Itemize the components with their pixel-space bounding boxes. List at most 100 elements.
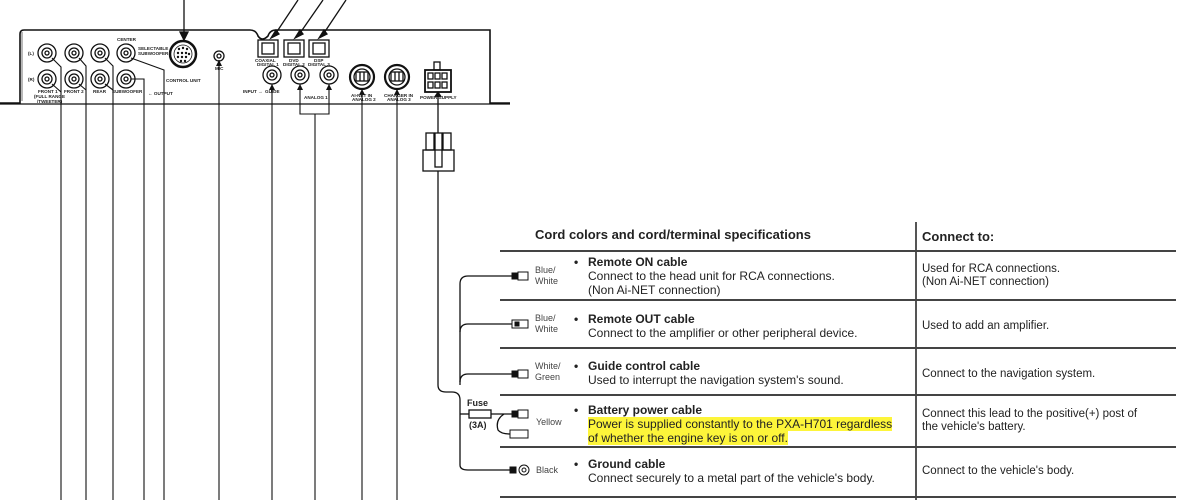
cord-title: Guide control cable bbox=[588, 359, 701, 373]
label-input: INPUT → bbox=[243, 89, 263, 94]
power-supply-port bbox=[424, 61, 452, 93]
label-selectable: SELECTABLE bbox=[138, 46, 168, 51]
cord-description: Battery power cable Power is supplied co… bbox=[588, 403, 913, 445]
label-selectable-sub: SUBWOOFER bbox=[138, 51, 169, 56]
cord-color: White/Green bbox=[535, 361, 561, 382]
label-changer-in: CHANGER IN bbox=[384, 93, 414, 98]
terminal-connectors bbox=[509, 271, 530, 476]
rca-jack-center bbox=[116, 43, 136, 63]
rca-input-analog1-r bbox=[319, 65, 339, 85]
desc-line: Used to interrupt the navigation system'… bbox=[588, 373, 844, 387]
label-ch-r: (R) bbox=[28, 77, 35, 82]
label-ainet-in: AI-NET IN bbox=[351, 93, 373, 98]
label-guide: GUIDE bbox=[265, 89, 280, 94]
fuse-icon bbox=[468, 409, 492, 419]
label-front1: FRONT 1 bbox=[38, 89, 58, 94]
row-divider bbox=[500, 446, 1176, 448]
connect-line: Connect this lead to the positive(+) pos… bbox=[922, 408, 1138, 420]
table-header-specs: Cord colors and cord/terminal specificat… bbox=[535, 227, 811, 242]
rca-jack-front1-l bbox=[37, 43, 57, 63]
row-divider bbox=[500, 250, 1176, 252]
rca-jack-rear-l bbox=[90, 43, 110, 63]
connect-line: Used for RCA connections. bbox=[922, 263, 1061, 275]
row-divider bbox=[500, 299, 1176, 301]
cord-description: Remote ON cable Connect to the head unit… bbox=[588, 255, 913, 297]
connect-to: Connect to the navigation system. bbox=[922, 368, 1172, 381]
cord-color: Blue/White bbox=[535, 265, 559, 286]
label-control-unit: CONTROL UNIT bbox=[166, 78, 201, 83]
connect-line: Connect to the vehicle's body. bbox=[922, 465, 1075, 477]
fuse-label: Fuse bbox=[467, 398, 489, 408]
bullet: • bbox=[574, 457, 579, 471]
cord-description: Remote OUT cable Connect to the amplifie… bbox=[588, 312, 913, 340]
label-digital1: DIGITAL 1 bbox=[257, 62, 279, 67]
row-divider bbox=[500, 394, 1176, 396]
label-mic: MIC bbox=[215, 66, 224, 71]
label-rear: REAR bbox=[93, 89, 107, 94]
connect-to: Used for RCA connections. (Non Ai-NET co… bbox=[922, 263, 1172, 289]
row-divider bbox=[500, 496, 1176, 498]
connect-line: (Non Ai-NET connection) bbox=[922, 276, 1049, 288]
label-analog2: ANALOG 2 bbox=[352, 97, 376, 102]
bullet: • bbox=[574, 403, 579, 417]
cord-color: Yellow bbox=[536, 417, 562, 427]
power-harness-plug bbox=[422, 97, 455, 385]
cord-description: Guide control cable Used to interrupt th… bbox=[588, 359, 913, 387]
rca-wires bbox=[51, 57, 398, 500]
connect-line: Used to add an amplifier. bbox=[922, 320, 1050, 332]
label-digital3: DIGITAL 3 bbox=[308, 62, 330, 67]
cord-description: Ground cable Connect securely to a metal… bbox=[588, 457, 913, 485]
label-front1-sub2: /TWEETER) bbox=[37, 99, 63, 104]
desc-line: Connect to the amplifier or other periph… bbox=[588, 326, 858, 340]
cord-title: Remote ON cable bbox=[588, 255, 688, 269]
harness-branches bbox=[437, 275, 512, 471]
rca-jack-front2-l bbox=[64, 43, 84, 63]
cord-title: Ground cable bbox=[588, 457, 666, 471]
rca-jack-front1-r bbox=[37, 69, 57, 89]
ainet-in-port bbox=[348, 63, 376, 91]
connect-to: Used to add an amplifier. bbox=[922, 320, 1172, 333]
control-unit-port bbox=[168, 39, 198, 69]
bullet: • bbox=[574, 255, 579, 269]
fuse-rating: (3A) bbox=[469, 420, 487, 430]
connector-battery-icon bbox=[511, 409, 529, 419]
label-dvd: DVD bbox=[289, 58, 299, 63]
connect-line: Connect to the navigation system. bbox=[922, 368, 1096, 380]
label-ch-l: (L) bbox=[28, 51, 34, 56]
mic-jack bbox=[213, 50, 225, 62]
label-front1-sub1: (FULL RANGE bbox=[34, 94, 65, 99]
cord-title: Remote OUT cable bbox=[588, 312, 695, 326]
label-subwoofer: SUBWOOFER bbox=[112, 89, 143, 94]
bullet: • bbox=[574, 312, 579, 326]
connect-to: Connect to the vehicle's body. bbox=[922, 465, 1172, 478]
label-front2: FRONT 2 bbox=[64, 89, 84, 94]
cord-title: Battery power cable bbox=[588, 403, 703, 417]
optical-input-digital1 bbox=[257, 39, 279, 58]
desc-line: Connect securely to a metal part of the … bbox=[588, 471, 875, 485]
label-analog3: ANALOG 3 bbox=[387, 97, 411, 102]
optical-input-digital2 bbox=[283, 39, 305, 58]
label-coaxial: COAXIAL bbox=[255, 58, 276, 63]
rca-jack-front2-r bbox=[64, 69, 84, 89]
bullet: • bbox=[574, 359, 579, 373]
amplifier-housing bbox=[0, 29, 510, 105]
connector-remote-on-icon bbox=[511, 271, 529, 281]
cord-color: Black bbox=[536, 465, 559, 475]
connector-guide-icon bbox=[511, 369, 529, 379]
desc-line: (Non Ai-NET connection) bbox=[588, 283, 721, 297]
rca-jack-rear-r bbox=[90, 69, 110, 89]
connector-battery-alt-icon bbox=[509, 429, 529, 439]
label-center: CENTER bbox=[117, 37, 137, 42]
desc-line: Connect to the head unit for RCA connect… bbox=[588, 269, 835, 283]
label-dsp: DSP bbox=[314, 58, 323, 63]
connect-to: Connect this lead to the positive(+) pos… bbox=[922, 408, 1172, 434]
connect-line: the vehicle's battery. bbox=[922, 421, 1026, 433]
rca-input-guide bbox=[262, 65, 282, 85]
cord-color: Blue/White bbox=[535, 313, 559, 334]
unit-labels: (L) (R) FRONT 1 (FULL RANGE /TWEETER) FR… bbox=[28, 37, 457, 104]
table-header-connect: Connect to: bbox=[922, 229, 995, 244]
label-digital2: DIGITAL 2 bbox=[283, 62, 305, 67]
column-divider bbox=[915, 222, 917, 500]
optical-input-digital3 bbox=[308, 39, 330, 58]
